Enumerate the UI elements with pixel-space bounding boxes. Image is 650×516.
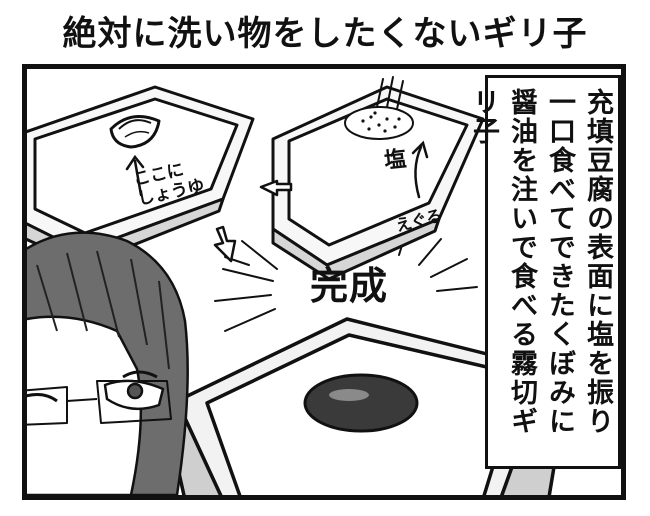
narration-box: 充填豆腐の表面に塩を振り一口食べてできたくぼみに醤油を注いで食べる霧切ギリ子 [468, 75, 621, 469]
narration-text: 充填豆腐の表面に塩を振り一口食べてできたくぼみに醤油を注いで食べる霧切ギリ子 [468, 88, 613, 436]
arrow-down-icon [213, 225, 237, 263]
soy-sauce-pool [303, 373, 419, 433]
salt-label: 塩 [383, 146, 408, 175]
girl-character [27, 231, 189, 495]
arrow-to-shoyu-spot [125, 154, 145, 197]
comic-panel: ここに しょうゆ 塩 えぐる 完成 充填豆腐の表面に塩を振り一口食べてできたくぼ… [22, 64, 626, 500]
arrow-scoop [411, 140, 429, 199]
salt-falling-lines [376, 76, 404, 110]
arrow-left-icon [259, 179, 293, 197]
complete-label: 完成 [310, 264, 389, 308]
panel-artwork [27, 76, 569, 495]
salt-grains-icon [361, 111, 401, 133]
tofu-tray-right [271, 85, 485, 281]
comic-title: 絶対に洗い物をしたくないギリ子 [62, 14, 588, 54]
